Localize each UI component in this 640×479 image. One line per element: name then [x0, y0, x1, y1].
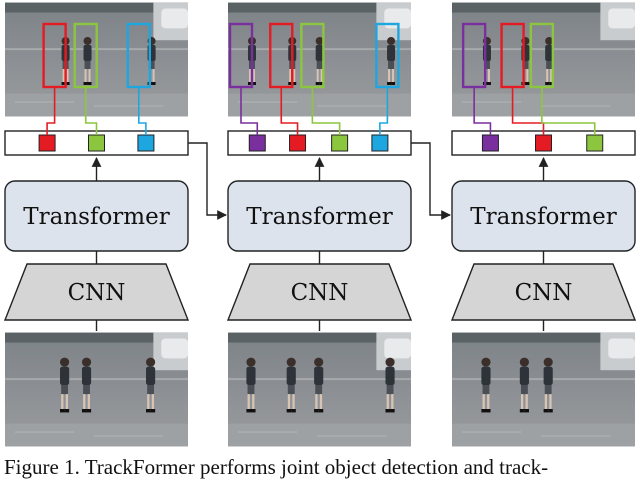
cnn-block — [450, 263, 637, 321]
cnn-block — [226, 263, 413, 321]
track-query — [88, 134, 105, 152]
transformer-label: Transformer — [246, 204, 392, 230]
cnn-label: CNN — [291, 280, 349, 306]
cnn-block — [3, 263, 190, 321]
output-frame-image — [452, 2, 635, 117]
track-query — [289, 134, 307, 152]
query-box-link — [379, 88, 389, 135]
cnn-label: CNN — [68, 280, 126, 306]
detection-box — [529, 22, 555, 89]
detection-box — [73, 22, 98, 89]
query-box-link — [46, 88, 56, 135]
transformer-label: Transformer — [470, 204, 616, 230]
detection-box — [228, 22, 254, 89]
detection-box — [42, 22, 67, 89]
query-box-link — [511, 88, 545, 135]
query-box-link — [541, 88, 596, 135]
detection-box — [461, 22, 487, 89]
input-frame-image — [5, 332, 188, 447]
query-box-link — [473, 88, 492, 135]
detection-box — [500, 22, 525, 89]
temporal-arrow — [188, 142, 227, 220]
query-box-link — [137, 88, 147, 135]
track-query — [535, 134, 552, 152]
query-box-link — [280, 88, 299, 135]
query-box-link — [311, 88, 341, 135]
input-frame-image — [452, 332, 635, 447]
detection-box — [269, 22, 294, 89]
track-query — [371, 134, 389, 152]
figure-caption: Figure 1. TrackFormer performs joint obj… — [4, 455, 549, 479]
detection-box — [126, 22, 151, 89]
cnn-label: CNN — [515, 280, 573, 306]
transformer-label: Transformer — [23, 204, 169, 230]
query-box-link — [240, 88, 259, 135]
track-query — [137, 134, 155, 152]
query-box-link — [84, 88, 98, 135]
track-query — [481, 134, 499, 152]
track-query — [248, 134, 266, 152]
detection-box — [375, 22, 400, 89]
temporal-arrows — [188, 142, 451, 220]
track-query — [586, 134, 604, 152]
detection-box — [300, 22, 325, 89]
temporal-arrow — [411, 142, 451, 220]
output-frame-image — [228, 2, 411, 117]
input-frame-image — [228, 332, 411, 447]
track-query — [38, 134, 56, 152]
track-query — [331, 134, 349, 152]
